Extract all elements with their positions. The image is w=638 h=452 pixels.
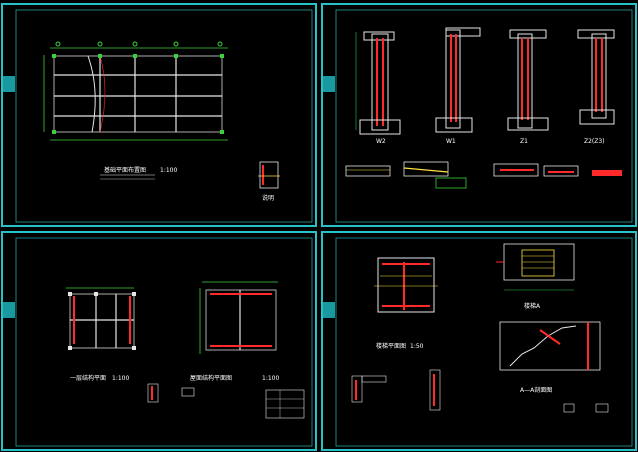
sheet-3-inner-frame	[15, 237, 313, 447]
roof-plan	[199, 281, 278, 354]
first-floor-plan-title: 一层结构平面	[70, 374, 106, 382]
first-floor-plan-scale: 1:100	[112, 375, 129, 382]
section-w2	[355, 31, 401, 135]
sheet-4-inner-frame	[335, 237, 633, 447]
section-z2	[577, 29, 615, 125]
stair-details	[351, 369, 609, 413]
axis-bubbles-top	[55, 41, 223, 47]
sheet-1-title: 基础平面布置图	[104, 166, 146, 174]
section-z1-label: Z1	[520, 138, 528, 145]
sheet-1-border	[1, 3, 317, 227]
stair-plan-scale: 1:50	[410, 343, 424, 350]
sheet-4-border	[321, 231, 637, 451]
stair-plan-title: 楼梯平面图	[376, 342, 406, 350]
stair-section	[499, 321, 601, 371]
first-floor-plan	[66, 287, 136, 350]
foundation-grid	[53, 55, 223, 133]
sheet-2[interactable]: W2 W1 Z1 Z2(Z3)	[321, 3, 637, 227]
sheet-2-inner-frame	[335, 9, 633, 223]
sheet-1-note: 说明	[262, 194, 274, 202]
beam-details-row	[345, 161, 622, 189]
sheet-3-border	[1, 231, 317, 451]
footing-marks	[52, 54, 224, 134]
sheet-1-title-scale: 1:100	[160, 167, 177, 174]
sheet-3[interactable]: 一层结构平面 1:100 屋面结构平面图 1:100	[1, 231, 317, 451]
section-w1-label: W1	[446, 138, 456, 145]
roof-plan-title: 屋面结构平面图	[190, 374, 232, 382]
sheet-1[interactable]: 基础平面布置图 1:100 说明	[1, 3, 317, 227]
section-z2-label: Z2(Z3)	[584, 138, 605, 145]
sheet-1-inner-frame	[15, 9, 313, 223]
sheet-4[interactable]: 楼梯平面图 1:50 楼梯A A—A剖面图	[321, 231, 637, 451]
stair-plan	[374, 257, 438, 313]
section-w2-label: W2	[376, 138, 386, 145]
section-w1	[435, 27, 481, 133]
sheet-2-border	[321, 3, 637, 227]
sheet-4-title-strip	[323, 302, 335, 318]
stair-a-plan	[496, 243, 575, 291]
foundation-detail	[258, 161, 280, 189]
stair-a-title: 楼梯A	[524, 302, 541, 310]
section-z1	[507, 29, 549, 131]
sheet-3-title-strip	[3, 302, 15, 318]
small-details	[147, 383, 195, 403]
sheet-2-title-strip	[323, 76, 335, 92]
stair-section-title: A—A剖面图	[520, 386, 552, 394]
roof-plan-scale: 1:100	[262, 375, 279, 382]
sheet-1-title-strip	[3, 76, 15, 92]
material-table	[265, 389, 305, 419]
